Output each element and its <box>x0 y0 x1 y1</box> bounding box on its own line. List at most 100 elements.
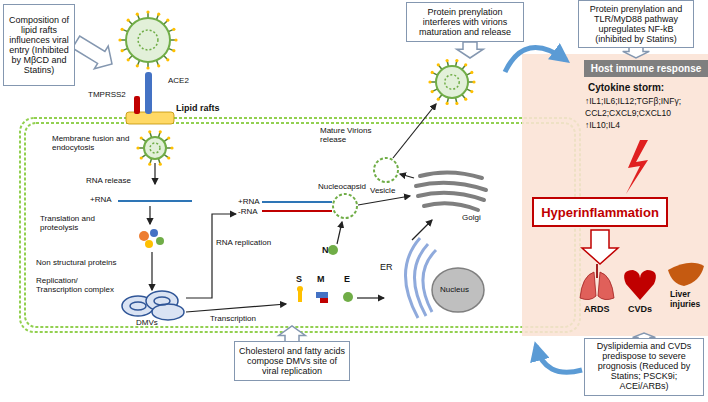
heart <box>624 270 656 300</box>
spike <box>136 13 139 16</box>
label: Nucleus <box>440 285 469 294</box>
n-protein <box>328 245 338 255</box>
spike <box>159 163 162 166</box>
spike <box>470 90 473 93</box>
lightning <box>626 140 648 194</box>
flow-arrow <box>186 304 286 312</box>
label: Cytokine storm: <box>588 82 664 94</box>
spike <box>472 80 475 83</box>
spike <box>174 38 177 41</box>
flow-arrow <box>412 220 432 240</box>
block-arrow <box>457 42 484 58</box>
label: +RNA <box>90 195 112 204</box>
label: ↑IL10;IL4 <box>585 121 620 131</box>
label: Golgi <box>462 213 481 222</box>
spike <box>148 163 151 166</box>
spike <box>148 130 151 133</box>
spike <box>428 80 431 83</box>
cell-membrane <box>20 118 580 332</box>
label: E <box>344 274 350 284</box>
label: Membrane fusion and endocytosis <box>52 134 136 152</box>
tmprss2 <box>134 96 140 114</box>
label: Mature Virions release <box>320 126 382 144</box>
spike <box>146 10 149 13</box>
label: Translation and proteolysis <box>40 214 130 232</box>
spike <box>455 59 458 62</box>
spike <box>167 136 170 139</box>
label: Vesicle <box>370 186 395 195</box>
virion <box>144 137 166 159</box>
spike <box>172 28 175 31</box>
flow-arrow <box>149 206 150 224</box>
label: Liver injuries <box>670 290 706 310</box>
liver <box>668 263 704 286</box>
protein-blobs <box>139 229 164 248</box>
spike <box>446 102 449 105</box>
rna-strand <box>262 210 332 212</box>
spike <box>437 98 440 101</box>
curved-arrow <box>505 48 566 73</box>
spike <box>159 130 162 133</box>
dmvs <box>122 291 184 320</box>
label: Transcription <box>210 314 256 323</box>
panel-header: Host immune response <box>584 60 708 77</box>
label: CVDs <box>628 304 652 314</box>
spike <box>146 66 149 69</box>
spike <box>136 146 139 149</box>
spike <box>140 156 143 159</box>
spike <box>127 58 130 61</box>
hyperinflammation-box: Hyperinflammation <box>532 197 668 227</box>
spike <box>470 71 473 74</box>
spike <box>172 49 175 52</box>
flow-arrow <box>358 196 410 205</box>
spike <box>431 71 434 74</box>
callout-box: Protein prenylation and TLR/MyD88 pathwa… <box>578 0 694 48</box>
virion-core <box>445 75 459 89</box>
cell-membrane <box>25 123 575 327</box>
spike <box>121 28 124 31</box>
virion-core <box>138 30 158 50</box>
spike <box>464 63 467 66</box>
golgi <box>416 172 486 210</box>
flow-arrow <box>357 297 384 298</box>
callout-box: Composition of lipid rafts influences vi… <box>3 4 75 86</box>
label: -RNA <box>238 207 258 216</box>
label: TMPRSS2 <box>88 90 126 99</box>
flow-arrow <box>154 163 155 184</box>
flow-arrow <box>400 174 414 178</box>
label: M <box>317 274 325 284</box>
host-panel <box>522 54 708 336</box>
spike <box>431 90 434 93</box>
label: RNA release <box>86 176 131 185</box>
node-text: Protein prenylation and TLR/MyD88 pathwa… <box>582 4 690 44</box>
spike <box>464 98 467 101</box>
spike <box>118 38 121 41</box>
nucleocapsid <box>333 194 357 218</box>
label: +RNA <box>238 197 260 206</box>
spike <box>170 146 173 149</box>
label: ↑IL1;IL6;IL12;TGFβ;INFγ; <box>585 97 681 107</box>
curved-arrow <box>536 346 582 372</box>
er <box>405 238 436 318</box>
rna-strand <box>262 201 332 203</box>
label: N <box>322 245 329 255</box>
label: ACE2 <box>168 76 189 85</box>
label: S <box>296 274 302 284</box>
rna-strand <box>118 200 192 202</box>
nucleus <box>432 268 484 312</box>
flow-arrow <box>393 104 436 158</box>
virion <box>126 18 170 62</box>
callout-box: Protein prenylation interferes with viri… <box>406 2 524 42</box>
flow-arrow <box>186 214 236 298</box>
virion-core <box>150 143 160 153</box>
virion <box>436 66 468 98</box>
spike <box>437 63 440 66</box>
spike <box>127 19 130 22</box>
label: CCL2;CXCL9;CXCL10 <box>585 109 671 119</box>
node-text: Composition of lipid rafts influences vi… <box>7 15 71 75</box>
label: Non structural proteins <box>36 258 116 267</box>
label: Nucleocapsid <box>318 182 366 191</box>
node-text: Cholesterol and fatty acids compose DMVs… <box>238 346 346 376</box>
label: ER <box>380 262 393 272</box>
down-arrow <box>582 230 618 264</box>
